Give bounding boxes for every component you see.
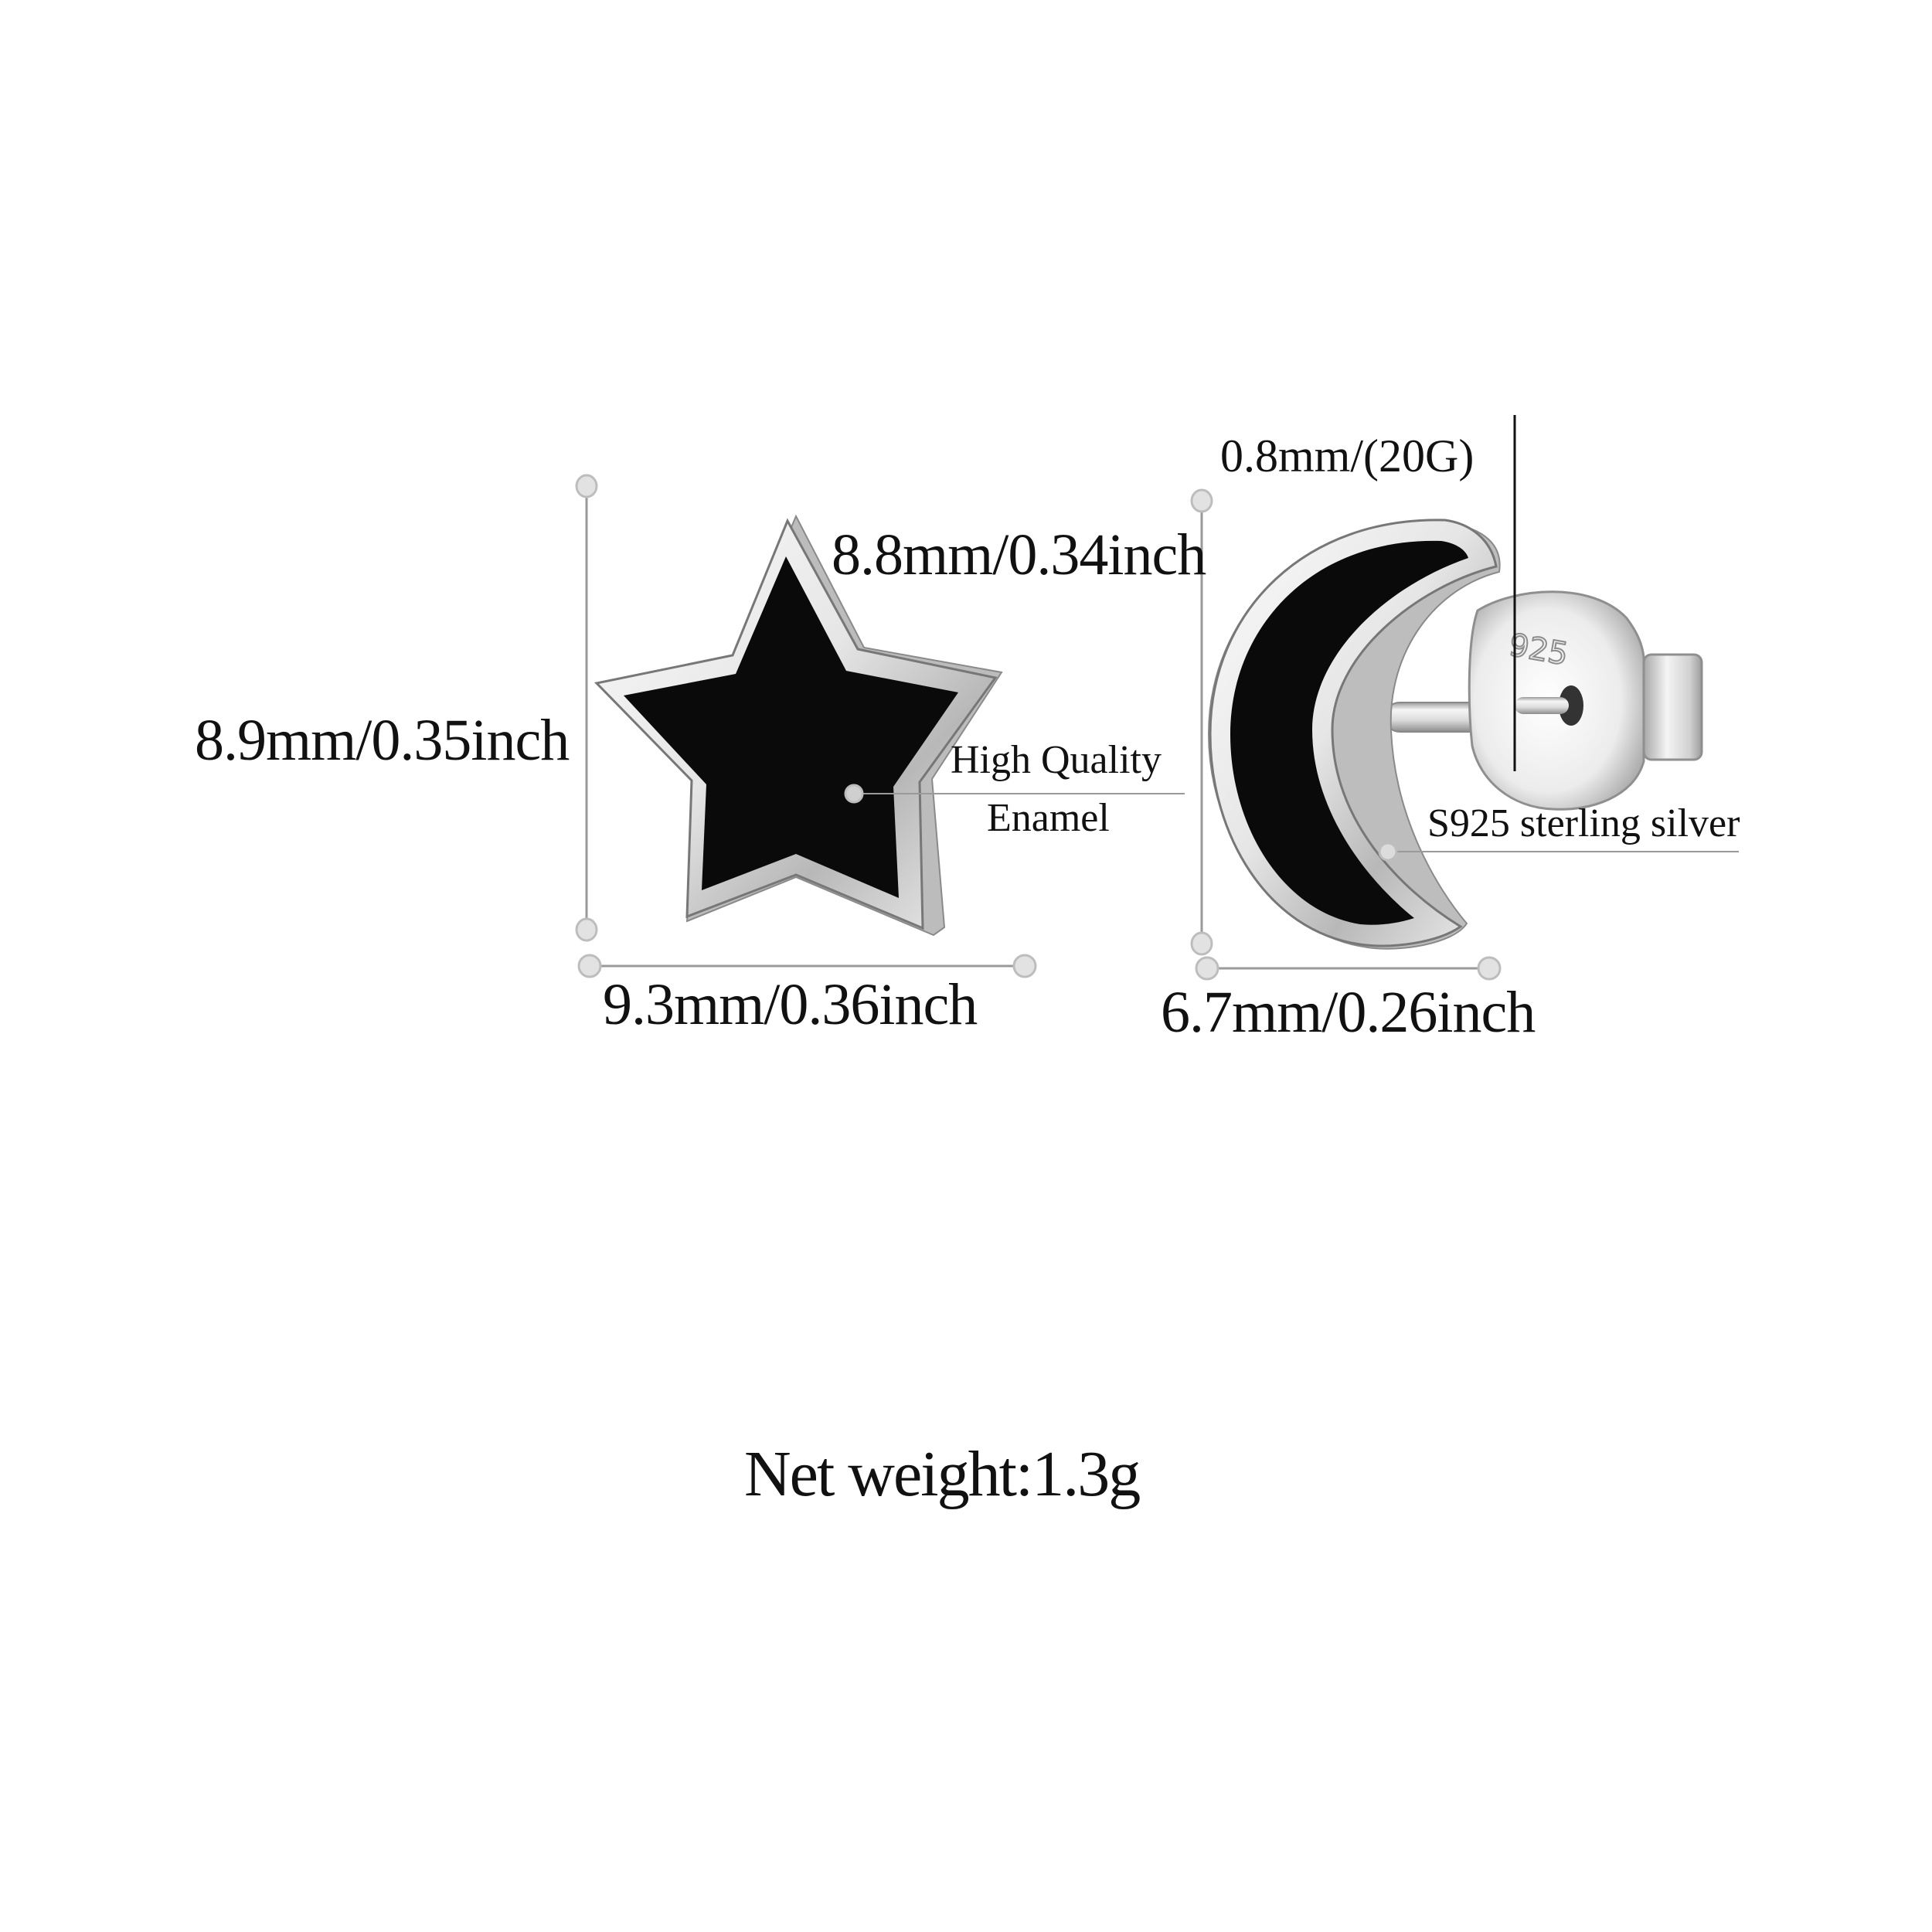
moon-enamel bbox=[1230, 540, 1468, 925]
butterfly-tube bbox=[1642, 653, 1703, 761]
enamel-callout-dot bbox=[844, 784, 864, 804]
dimension-dot bbox=[1190, 488, 1213, 513]
net-weight-label: Net weight:1.3g bbox=[744, 1438, 1141, 1510]
dimension-dot bbox=[1195, 956, 1219, 981]
moon-height-label: 8.8mm/0.34inch bbox=[832, 522, 1206, 587]
star-enamel bbox=[624, 556, 958, 898]
post-end bbox=[1515, 697, 1569, 714]
dimension-lines bbox=[575, 474, 1739, 981]
dimension-dot bbox=[1190, 931, 1213, 956]
moon-width-label: 6.7mm/0.26inch bbox=[1161, 980, 1536, 1045]
material-label: S925 sterling silver bbox=[1427, 801, 1740, 845]
enamel-callout-line1: High Quality bbox=[951, 738, 1162, 782]
dimension-dot bbox=[577, 954, 602, 978]
post-hole bbox=[1559, 685, 1583, 726]
moon-earring: 925 bbox=[1207, 519, 1703, 950]
dimension-dot bbox=[1012, 954, 1037, 978]
dimension-dot bbox=[575, 474, 598, 498]
enamel-callout-line2: Enamel bbox=[987, 796, 1110, 840]
star-height-label: 8.9mm/0.35inch bbox=[195, 708, 570, 773]
star-width-label: 9.3mm/0.36inch bbox=[603, 972, 978, 1037]
star-earring bbox=[594, 514, 1003, 937]
material-callout-dot bbox=[1378, 842, 1398, 862]
dimension-dot bbox=[1477, 956, 1502, 981]
dimension-dot bbox=[575, 917, 598, 942]
post-gauge-label: 0.8mm/(20G) bbox=[1220, 430, 1475, 481]
